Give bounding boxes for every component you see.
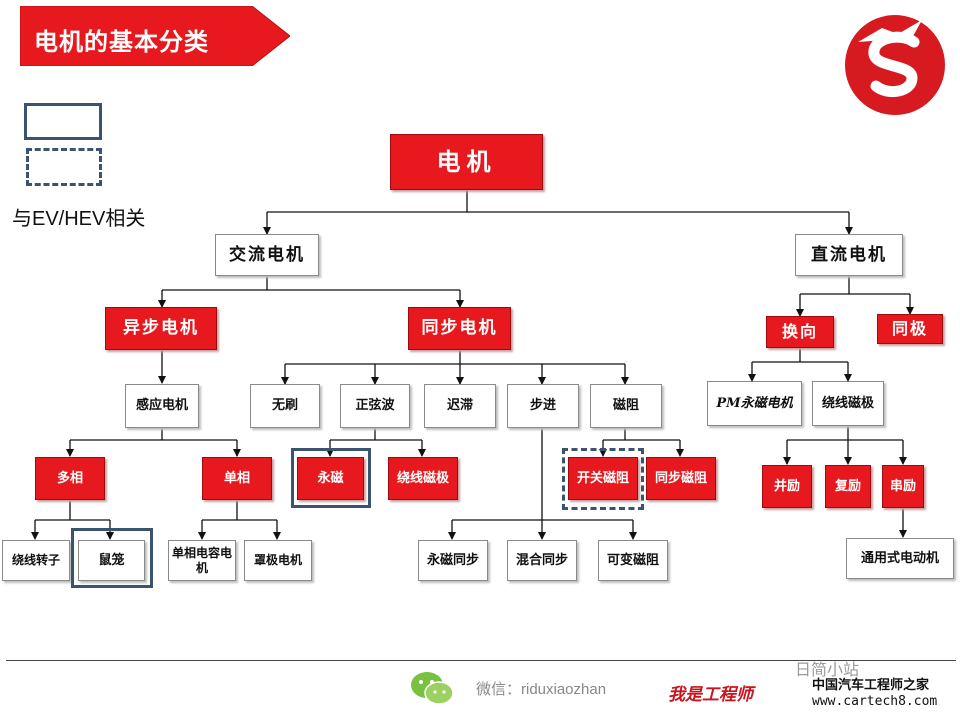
title-banner [20, 6, 290, 66]
wechat-id: 微信：riduxiaozhan [476, 681, 607, 698]
node-homopolar: 同极 [877, 314, 943, 344]
node-reluctance: 磁阻 [590, 384, 662, 428]
node-ac-motor: 交流电机 [215, 234, 319, 276]
watermark-site-name: 中国汽车工程师之家 [812, 678, 930, 693]
node-polyphase: 多相 [35, 457, 105, 500]
legend-dashed-frame [26, 148, 102, 186]
node-universal-motor: 通用式电动机 [846, 538, 954, 579]
node-hybrid-sync: 混合同步 [507, 540, 577, 581]
highlight-permanent-magnet [291, 448, 371, 508]
highlight-squirrel-cage [71, 528, 153, 588]
node-capacitor-motor: 单相电容电机 [168, 540, 236, 581]
node-shaded-pole: 罩极电机 [244, 540, 312, 581]
legend-solid-frame [24, 103, 102, 140]
node-induction-motor: 感应电机 [125, 384, 199, 428]
highlight-switched-reluctance [562, 448, 644, 510]
wechat-icon [411, 672, 454, 705]
node-single-phase: 单相 [202, 457, 272, 500]
node-sync-motor: 同步电机 [408, 307, 511, 350]
node-shunt: 并励 [762, 465, 812, 508]
node-switched-reluctance: 开关磁阻 [568, 457, 638, 500]
node-hysteresis: 迟滞 [424, 384, 496, 428]
watermark-account: 日简小站 [795, 660, 860, 679]
node-permanent-magnet: 永磁 [297, 457, 364, 500]
node-wound-rotor: 绕线转子 [2, 540, 70, 581]
node-variable-reluctance: 可变磁阻 [598, 540, 668, 581]
node-series: 串励 [882, 465, 924, 508]
node-stepper: 步进 [507, 384, 579, 428]
node-motor: 电机 [390, 134, 543, 190]
node-brushless: 无刷 [250, 384, 320, 428]
node-async-motor: 异步电机 [105, 307, 217, 350]
node-wound-field: 绕线磁极 [812, 381, 884, 426]
node-wound-pole: 绕线磁极 [388, 457, 458, 500]
page-title: 电机的基本分类 [34, 29, 209, 56]
node-dc-motor: 直流电机 [795, 234, 903, 276]
watermark-url: www.cartech8.com [812, 694, 938, 709]
node-sync-reluctance: 同步磁阻 [646, 457, 716, 500]
legend-label: 与EV/HEV相关 [12, 208, 146, 230]
node-squirrel-cage: 鼠笼 [78, 540, 145, 581]
slogan-text: 我是工程师 [668, 685, 753, 705]
node-sine-wave: 正弦波 [340, 384, 410, 428]
node-commutator: 换向 [766, 316, 834, 348]
node-compound: 复励 [825, 465, 871, 508]
footer-divider [6, 660, 956, 661]
node-pm-sync: 永磁同步 [418, 540, 488, 581]
node-pm-motor: PM永磁电机 [707, 381, 802, 426]
brand-logo-icon [845, 15, 945, 115]
